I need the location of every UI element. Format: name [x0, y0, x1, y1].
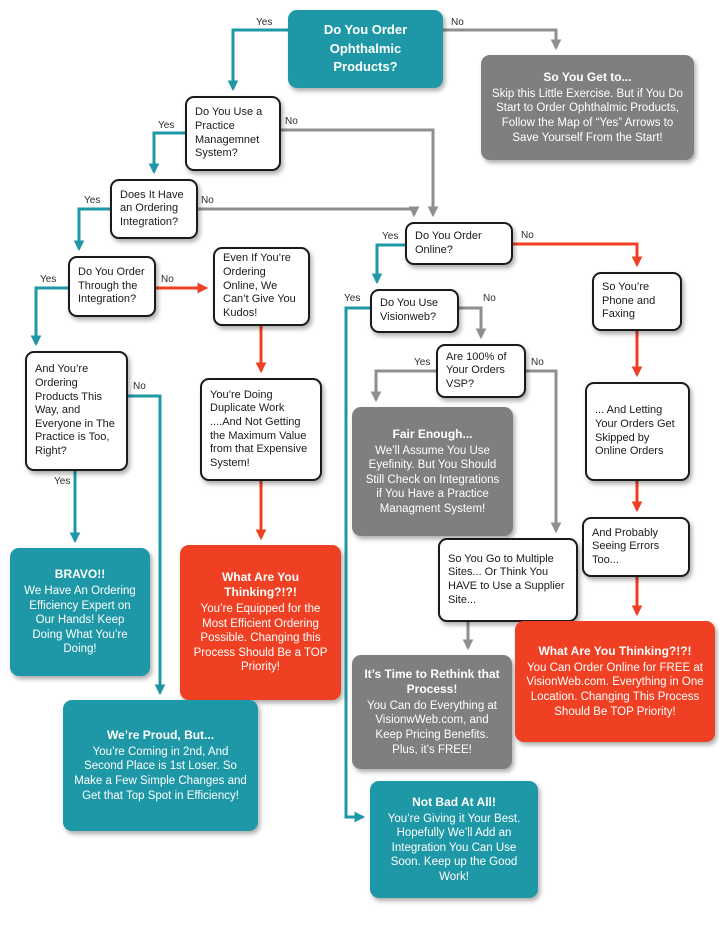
arrow-everyone-proud: [128, 394, 166, 696]
node-skip-title: So You Get to...: [543, 69, 632, 84]
node-skip-body: Skip this Little Exercise. But if You Do…: [491, 87, 684, 144]
edge-label-start-pms: Yes: [256, 17, 273, 28]
node-skip: So You Get to... Skip this Little Exerci…: [481, 55, 694, 160]
arrow-pms-integration: [148, 131, 185, 175]
node-phone-fax: So You’re Phone and Faxing: [592, 272, 682, 331]
node-pms: Do You Use a Practice Managemnet System?: [185, 96, 281, 171]
node-kudos: Even If You’re Ordering Online, We Can’t…: [213, 247, 310, 326]
node-thinking2-body: You Can Order Online for FREE at VisionW…: [526, 661, 704, 718]
node-online: Do You Order Online?: [405, 222, 513, 265]
node-vsp-text: Are 100% of Your Orders VSP?: [446, 350, 507, 390]
node-errors: And Probably Seeing Errors Too...: [582, 517, 690, 577]
edge-label-order-everyone: Yes: [40, 274, 57, 285]
node-everyone-text: And You’re Ordering Products This Way, a…: [35, 363, 115, 458]
node-order-through: Do You Order Through the Integration?: [68, 256, 156, 317]
node-vsp: Are 100% of Your Orders VSP?: [436, 344, 526, 398]
node-bravo-body: We Have An Ordering Efficiency Expert on…: [24, 585, 136, 656]
node-integration-text: Does It Have an Ordering Integration?: [120, 188, 184, 228]
node-skipped-text: ... And Letting Your Orders Get Skipped …: [595, 404, 675, 458]
arrow-integration-order-through: [73, 207, 110, 252]
edge-label-integration-order: Yes: [84, 195, 101, 206]
edge-label-start-skip: No: [451, 17, 464, 28]
arrow-vsp-multiple-sites: [526, 369, 562, 534]
node-visionweb: Do You Use Visionweb?: [370, 289, 459, 333]
node-pms-text: Do You Use a Practice Managemnet System?: [195, 106, 263, 160]
edge-label-integration-online: No: [201, 195, 214, 206]
arrow-online-phone-fax: [513, 242, 643, 268]
arrow-pms-online: [281, 128, 439, 218]
arrow-online-visionweb: [371, 243, 405, 285]
node-duplicate-text: You’re Doing Duplicate Work ....And Not …: [210, 388, 308, 469]
node-fair: Fair Enough... We’ll Assume You Use Eyef…: [352, 407, 513, 536]
edge-label-online-phonefax: No: [521, 230, 534, 241]
edge-label-online-visionweb: Yes: [382, 231, 399, 242]
node-start-text: Do You Order Ophthalmic Products?: [323, 21, 408, 75]
node-thinking2: What Are You Thinking?!?! You Can Order …: [515, 621, 715, 742]
node-integration: Does It Have an Ordering Integration?: [110, 179, 198, 239]
node-rethink-title: It’s Time to Rethink that Process!: [364, 666, 500, 696]
node-errors-text: And Probably Seeing Errors Too...: [592, 526, 660, 566]
node-notbad: Not Bad At All! You’re Giving it Your Be…: [370, 781, 538, 898]
node-thinking1-body: You’re Equipped for the Most Efficient O…: [193, 603, 328, 674]
node-notbad-title: Not Bad At All!: [412, 794, 496, 809]
arrow-start-pms: [227, 28, 288, 92]
arrow-order-through-everyone: [30, 286, 68, 347]
arrow-visionweb-vsp: [459, 306, 487, 340]
node-bravo-title: BRAVO!!: [54, 567, 106, 582]
node-bravo: BRAVO!! We Have An Ordering Efficiency E…: [10, 548, 150, 676]
node-multiple-sites-text: So You Go to Multiple Sites... Or Think …: [448, 552, 565, 606]
node-multiple-sites: So You Go to Multiple Sites... Or Think …: [438, 538, 578, 622]
node-everyone: And You’re Ordering Products This Way, a…: [25, 351, 128, 471]
edge-label-pms-online: No: [285, 116, 298, 127]
node-thinking1-title: What Are You Thinking?!?!: [221, 570, 300, 600]
node-order-through-text: Do You Order Through the Integration?: [78, 266, 145, 306]
node-fair-body: We’ll Assume You Use Eyefinity. But You …: [365, 444, 500, 515]
node-rethink: It’s Time to Rethink that Process! You C…: [352, 655, 512, 769]
arrow-vsp-fair: [370, 369, 436, 403]
node-proud: We’re Proud, But... You’re Coming in 2nd…: [63, 700, 258, 831]
node-kudos-text: Even If You’re Ordering Online, We Can’t…: [223, 252, 296, 319]
edge-label-vsp-multiple: No: [531, 357, 544, 368]
node-rethink-body: You Can do Everything at VisionwWeb.com,…: [367, 699, 497, 756]
edge-label-everyone-bravo: Yes: [54, 476, 71, 487]
node-duplicate: You’re Doing Duplicate Work ....And Not …: [200, 378, 322, 481]
node-thinking2-title: What Are You Thinking?!?!: [538, 643, 692, 658]
node-start: Do You Order Ophthalmic Products?: [288, 10, 443, 88]
node-visionweb-text: Do You Use Visionweb?: [380, 297, 439, 323]
edge-label-visionweb-vsp: No: [483, 293, 496, 304]
edge-label-order-kudos: No: [161, 274, 174, 285]
edge-label-vsp-fair: Yes: [414, 357, 431, 368]
node-fair-title: Fair Enough...: [392, 426, 473, 441]
node-proud-title: We’re Proud, But...: [106, 727, 215, 742]
edge-label-everyone-proud: No: [133, 381, 146, 392]
edge-label-visionweb-notbad: Yes: [344, 293, 361, 304]
arrow-integration-online: [198, 206, 420, 218]
node-thinking1: What Are You Thinking?!?! You’re Equippe…: [180, 545, 341, 700]
node-skipped: ... And Letting Your Orders Get Skipped …: [585, 382, 690, 481]
arrow-visionweb-notbad: [344, 306, 370, 823]
node-notbad-body: You’re Giving it Your Best. Hopefully We…: [387, 812, 521, 883]
edge-label-pms-integration: Yes: [158, 120, 175, 131]
node-phone-fax-text: So You’re Phone and Faxing: [602, 281, 656, 321]
arrow-start-skip: [443, 28, 562, 51]
node-proud-body: You’re Coming in 2nd, And Second Place i…: [74, 745, 247, 802]
node-online-text: Do You Order Online?: [415, 229, 482, 256]
